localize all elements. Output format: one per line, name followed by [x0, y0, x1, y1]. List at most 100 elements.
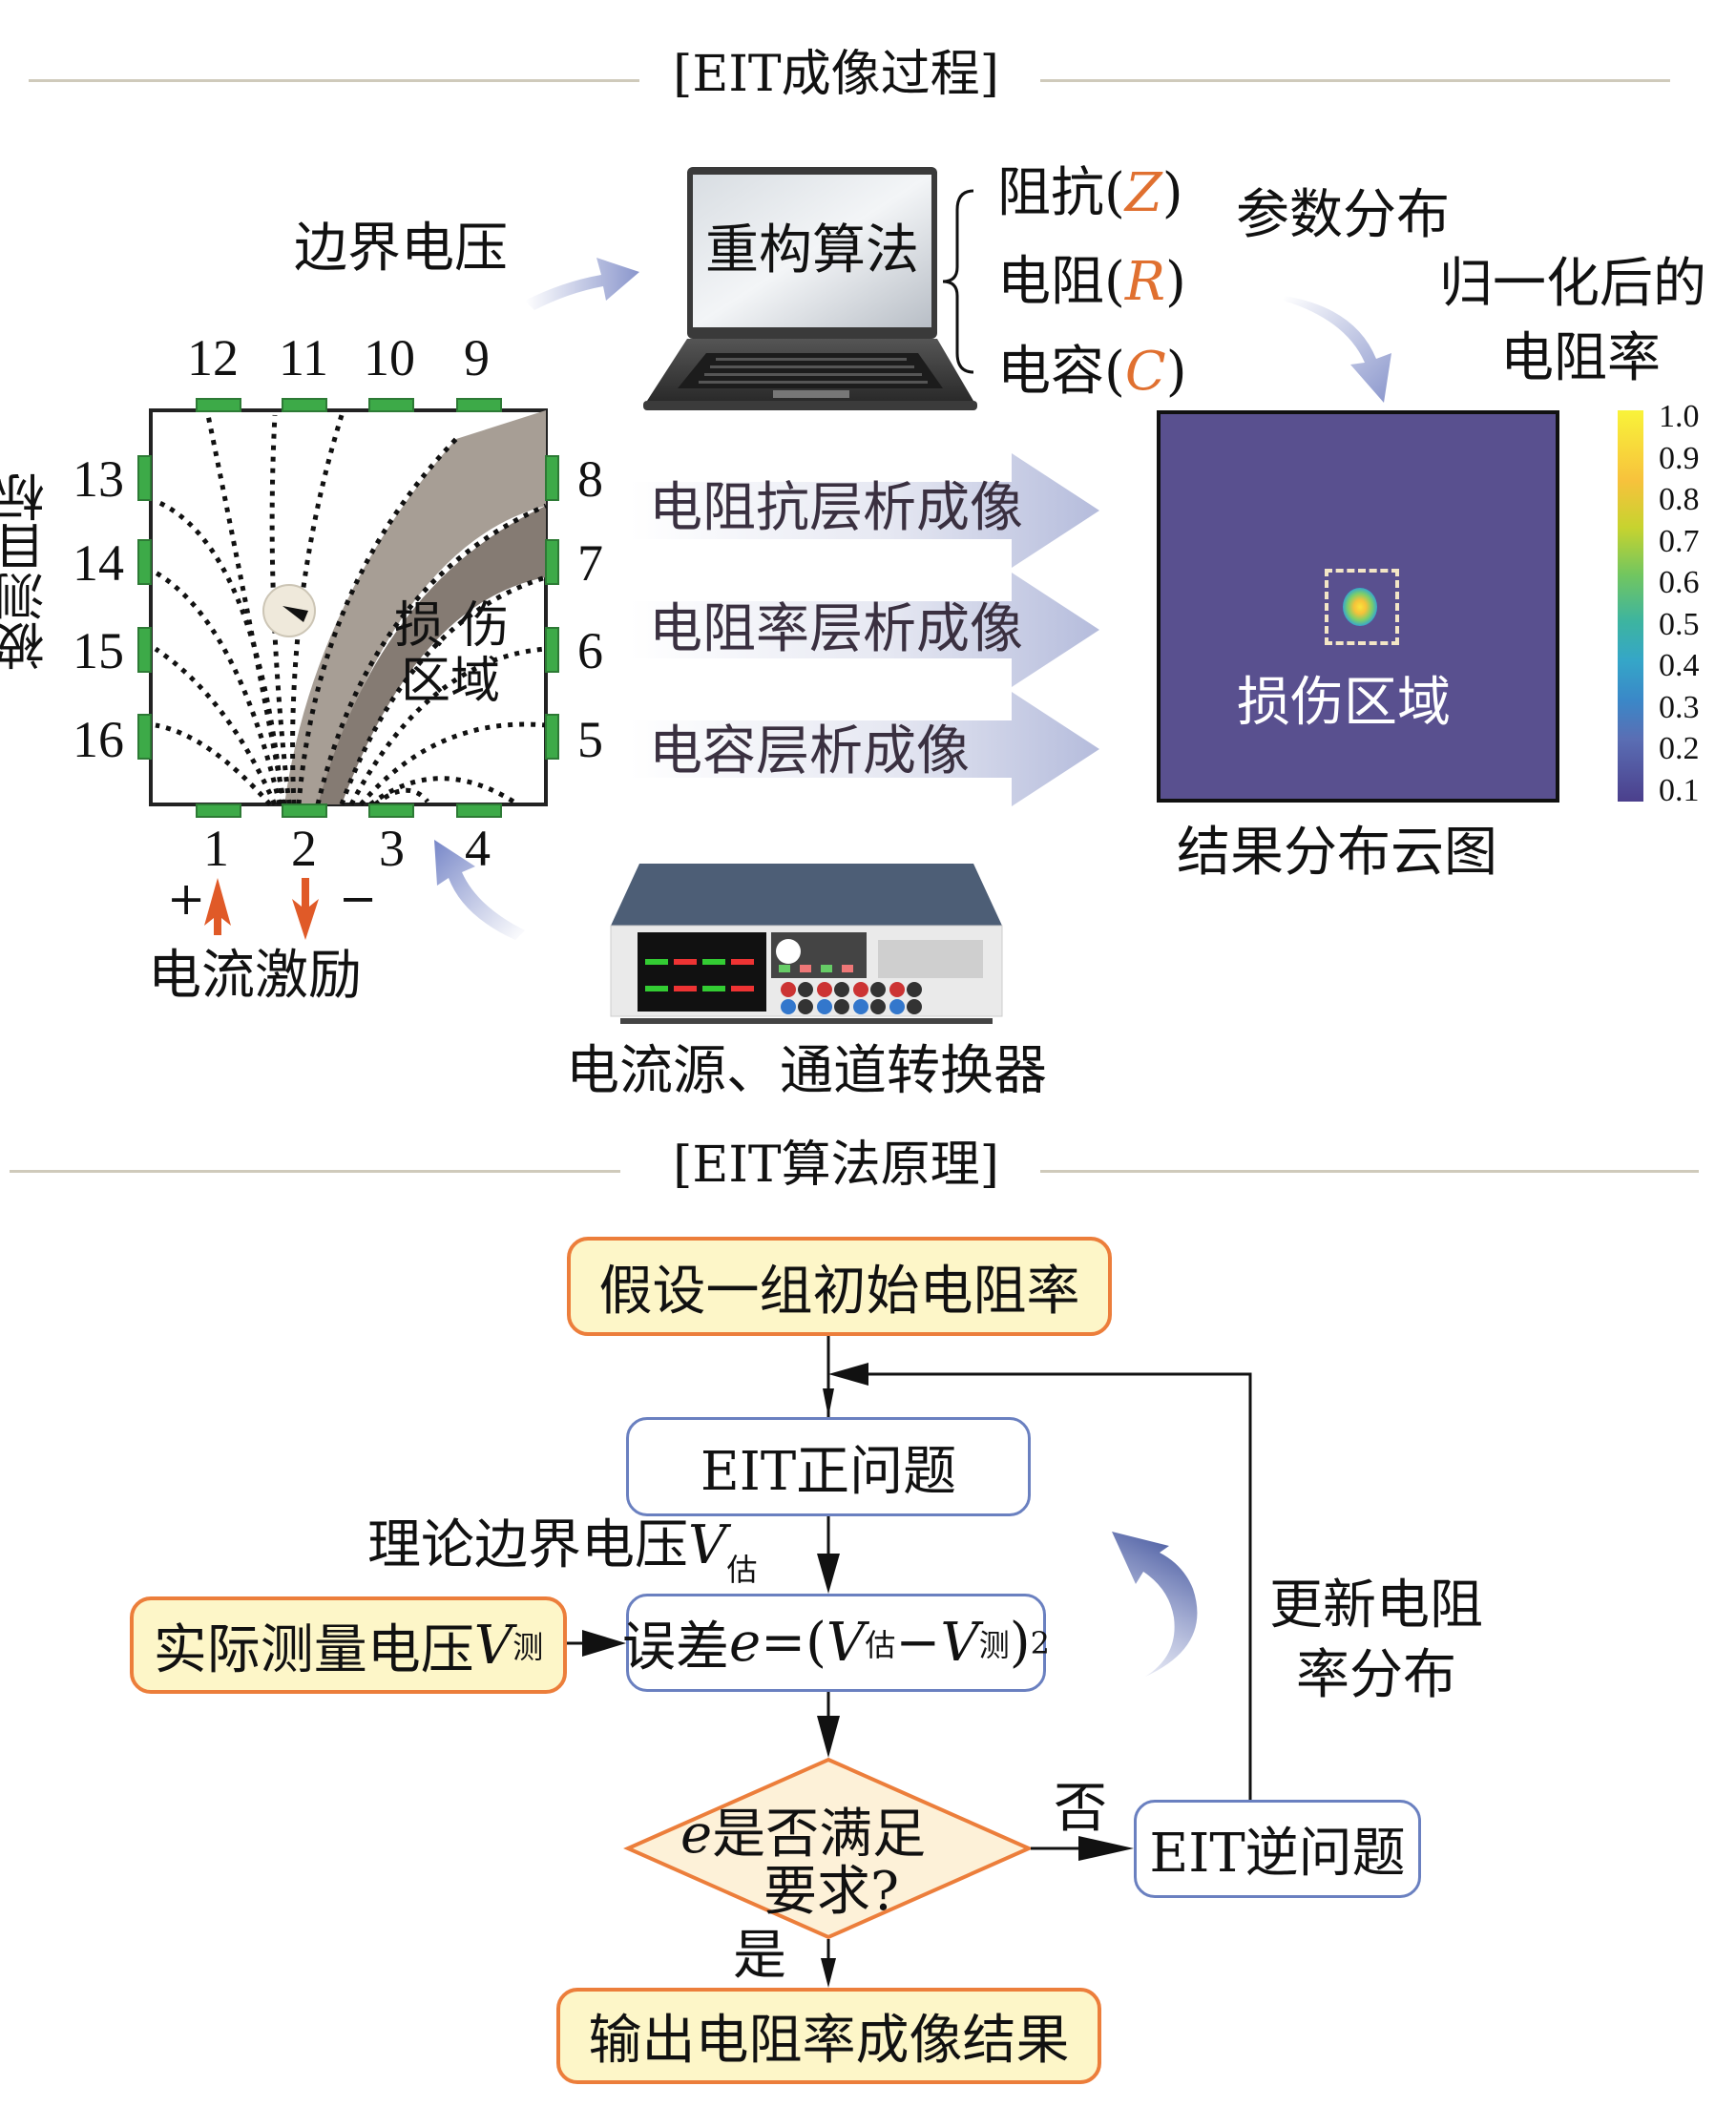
imaging-method-resistivity: 电阻率层析成像 — [649, 598, 1023, 660]
boundary-voltage-arrow-icon — [525, 258, 639, 310]
electrode-9 — [456, 398, 502, 412]
electrode-label-16: 16 — [73, 711, 124, 768]
resistivity-arrow-icon — [630, 573, 1099, 687]
arrowhead-loop — [828, 1363, 868, 1386]
decision-diamond — [623, 1757, 1034, 1940]
theory-voltage-sub: 估 — [726, 1552, 758, 1588]
param-impedance-symbol: Z — [1124, 162, 1162, 224]
colorbar-tick-label: 0.3 — [1659, 689, 1700, 725]
error-meas-sub: 测 — [978, 1626, 1010, 1663]
error-v-est: V — [826, 1612, 866, 1674]
measured-voltage-text: 实际测量电压 — [153, 1618, 474, 1681]
electrode-label-13: 13 — [73, 450, 124, 508]
electrode-label-7: 7 — [577, 534, 603, 592]
electrode-5 — [545, 714, 559, 760]
electrode-label-12: 12 — [187, 329, 239, 386]
colorbar-tick-label: 0.2 — [1659, 731, 1700, 766]
current-excitation-label: 电流激励 — [148, 945, 362, 1007]
damage-label-line2: 区域 — [401, 653, 501, 710]
param-resistance-name: 电阻 — [997, 251, 1104, 313]
section-divider-left — [29, 79, 639, 82]
arrowhead-output — [821, 1958, 836, 1988]
theory-voltage-label: 理论边界电压V估 — [367, 1519, 758, 1588]
electrode-6 — [545, 627, 559, 673]
colorbar-tick-label: 0.4 — [1659, 648, 1700, 683]
electrode-16 — [137, 714, 152, 760]
theory-voltage-symbol: V — [688, 1514, 727, 1576]
electrode-label-9: 9 — [464, 329, 490, 386]
test-object-panel: 损 伤 区域 — [149, 408, 548, 806]
decision-line2: 要求? — [763, 1861, 900, 1923]
electrode-7 — [545, 539, 559, 585]
imaging-method-impedance: 电阻抗层析成像 — [649, 477, 1023, 539]
section2-divider-right — [1040, 1170, 1699, 1173]
device-label: 电流源、通道转换器 — [566, 1040, 1047, 1102]
electrode-15 — [137, 627, 152, 673]
update-label-line1: 更新电阻 — [1269, 1575, 1483, 1637]
arrowhead-forward — [823, 1388, 834, 1417]
colorbar-tick-label: 0.6 — [1659, 565, 1700, 600]
error-close: ) — [1009, 1612, 1031, 1674]
brace-icon — [942, 189, 974, 374]
measured-voltage-sub: 测 — [512, 1629, 544, 1665]
colorbar-tick-label: 0.8 — [1659, 482, 1700, 517]
error-v-meas: V — [940, 1612, 979, 1674]
param-distribution-label: 参数分布 — [1236, 184, 1450, 246]
electrode-12 — [196, 398, 241, 412]
boundary-voltage-label: 边界电压 — [294, 218, 508, 280]
arrowhead-decision — [817, 1716, 840, 1758]
electrode-11 — [282, 398, 327, 412]
param-capacitance-symbol: C — [1124, 341, 1166, 403]
update-loop-arrow-icon — [1112, 1532, 1198, 1677]
colorbar-tick-label: 1.0 — [1659, 399, 1700, 434]
electrode-2 — [282, 803, 327, 818]
electrode-label-6: 6 — [577, 622, 603, 679]
electrode-13 — [137, 455, 152, 501]
electrode-14 — [137, 539, 152, 585]
arrowhead-measured — [582, 1630, 626, 1657]
electrode-label-11: 11 — [279, 329, 328, 386]
electrode-label-5: 5 — [577, 711, 603, 768]
forward-problem-box: EIT正问题 — [626, 1417, 1031, 1516]
colorbar — [1618, 410, 1643, 802]
algorithm-section-title: [EIT算法原理] — [673, 1137, 999, 1194]
no-label: 否 — [1054, 1778, 1107, 1840]
electrode-label-10: 10 — [364, 329, 415, 386]
param-resistance: 电阻(R) — [997, 251, 1186, 313]
normalized-label-line1: 归一化后的 — [1439, 253, 1706, 315]
arrowhead-inverse — [1078, 1836, 1134, 1861]
imaging-method-capacitance: 电容层析成像 — [649, 720, 970, 782]
distribution-arrow-icon — [1284, 296, 1391, 403]
section-divider-right — [1040, 79, 1670, 82]
decision-e: e — [680, 1804, 713, 1866]
measured-voltage-symbol: V — [473, 1614, 513, 1677]
colorbar-tick-label: 0.5 — [1659, 606, 1700, 642]
param-impedance-name: 阻抗 — [997, 162, 1104, 224]
update-label-line2: 率分布 — [1296, 1644, 1456, 1706]
param-capacitance-name: 电容 — [997, 341, 1104, 403]
colorbar-tick-label: 0.7 — [1659, 523, 1700, 559]
colorbar-tick-label: 0.1 — [1659, 772, 1700, 808]
error-e: e — [729, 1612, 762, 1674]
laptop-icon: 重构算法 — [639, 167, 978, 417]
error-est-sub: 估 — [865, 1626, 896, 1663]
decision-text1: 是否满足 — [712, 1804, 927, 1866]
capacitance-arrow-icon — [630, 692, 1099, 806]
imaging-arrows — [630, 453, 1099, 806]
arrowhead-error — [817, 1554, 840, 1594]
minus-sign: − — [339, 872, 378, 926]
electrode-4 — [456, 803, 502, 818]
electrode-3 — [368, 803, 414, 818]
electrode-label-14: 14 — [73, 534, 124, 592]
normalized-label-line2: 电阻率 — [1500, 327, 1661, 389]
param-resistance-symbol: R — [1124, 251, 1166, 313]
heatmap-damage-label: 损伤区域 — [1237, 672, 1451, 734]
param-impedance: 阻抗(Z) — [997, 162, 1183, 224]
param-capacitance: 电容(C) — [997, 341, 1187, 403]
decision-line1: e是否满足 — [680, 1808, 926, 1862]
current-out-arrow-icon — [292, 878, 319, 940]
colorbar-tick-label: 0.9 — [1659, 440, 1700, 476]
